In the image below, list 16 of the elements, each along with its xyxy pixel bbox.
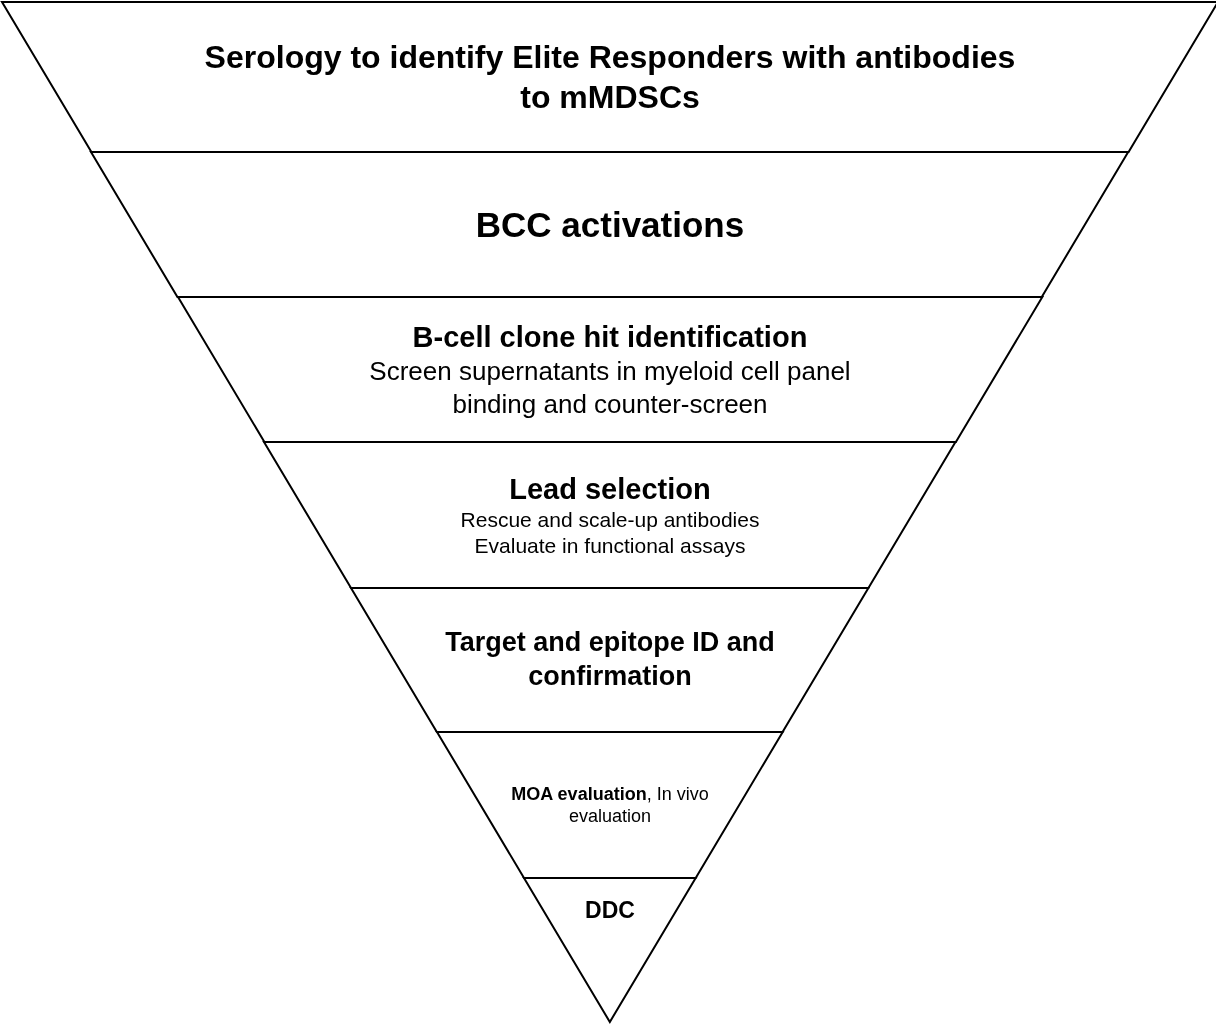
funnel-band (2, 2, 1216, 152)
band-heading: Target and epitope ID and confirmation (444, 626, 776, 693)
band-heading: B-cell clone hit identification (412, 319, 808, 355)
band-heading: BCC activations (475, 203, 745, 246)
band-description: Evaluate in functional assays (474, 533, 746, 560)
funnel-band (91, 152, 1129, 297)
band-heading: DDC (585, 896, 635, 925)
funnel-band (264, 442, 956, 588)
band-heading: MOA evaluation, In vivo evaluation (510, 782, 710, 828)
funnel-band (437, 732, 783, 878)
funnel-band (351, 588, 869, 732)
band-description: Rescue and scale-up antibodies (460, 506, 760, 533)
band-heading: Serology to identify Elite Responders with antibodies to mMDSCs (203, 38, 1017, 117)
funnel-band (177, 297, 1043, 442)
band-description: Screen supernatants in myeloid cell panel binding and counter-screen (368, 355, 852, 421)
band-heading: Lead selection (509, 471, 711, 507)
